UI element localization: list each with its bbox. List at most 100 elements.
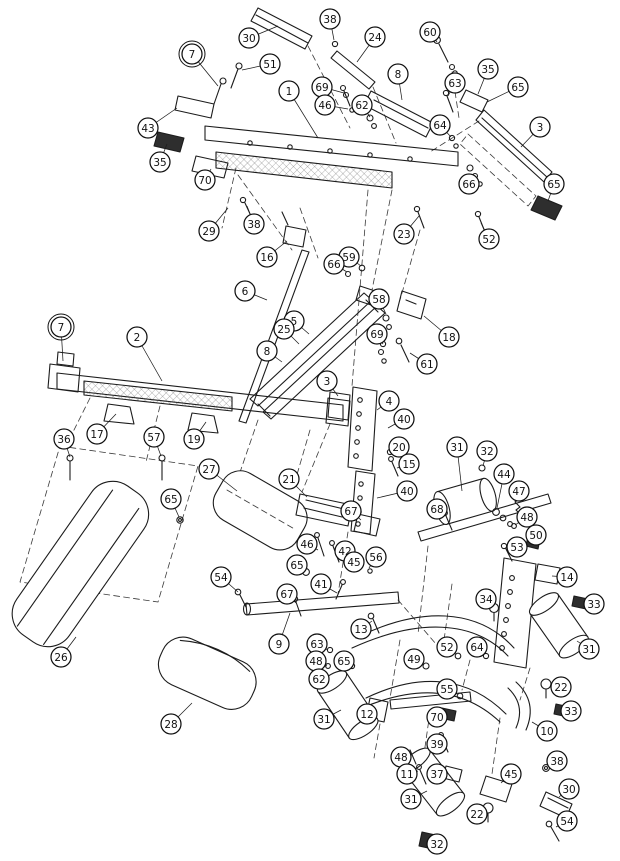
callout-circle: [560, 700, 582, 722]
callout-65: 65: [160, 488, 182, 518]
callout-circle: [333, 650, 355, 672]
callout-30: 30: [558, 778, 580, 800]
callout-circle: [316, 370, 338, 392]
callout-number: 8: [264, 346, 271, 358]
callout-28: 28: [160, 702, 193, 735]
callout-14: 14: [551, 566, 578, 588]
callout-number: 46: [300, 539, 314, 551]
callout-30: 30: [238, 25, 279, 49]
callout-18: 18: [423, 315, 460, 348]
callout-number: 41: [314, 579, 327, 591]
callout-number: 31: [317, 714, 330, 726]
callout-number: 65: [511, 82, 524, 94]
callout-circle: [546, 750, 568, 772]
callout-33: 33: [560, 700, 582, 722]
callout-39: 39: [426, 733, 448, 755]
callout-66: 66: [323, 253, 348, 275]
callout-35: 35: [477, 58, 499, 95]
callout-55: 55: [436, 678, 458, 700]
callout-circle: [313, 708, 335, 730]
callout-70: 70: [426, 706, 448, 728]
callout-number: 31: [582, 644, 595, 656]
callout-number: 26: [54, 652, 68, 664]
callout-circle: [366, 323, 388, 345]
callout-circle: [198, 458, 220, 480]
callout-number: 66: [462, 179, 476, 191]
callout-6: 6: [234, 280, 268, 302]
callout-number: 65: [290, 560, 303, 572]
callout-40: 40: [376, 480, 418, 502]
callout-31: 31: [400, 788, 428, 810]
callout-number: 6: [242, 286, 249, 298]
callout-number: 32: [430, 839, 443, 851]
callout-43: 43: [137, 107, 178, 139]
callout-51: 51: [241, 53, 281, 75]
callout-8: 8: [387, 63, 409, 101]
callout-number: 38: [247, 219, 260, 231]
callout-12: 12: [356, 703, 378, 725]
callout-circle: [160, 488, 182, 510]
callout-number: 56: [369, 552, 383, 564]
callout-circle: [340, 500, 362, 522]
callout-46: 46: [314, 94, 349, 116]
callout-number: 70: [198, 175, 211, 187]
callout-circle: [396, 763, 418, 785]
callout-number: 30: [242, 33, 255, 45]
callout-45: 45: [500, 763, 522, 785]
callout-number: 67: [344, 506, 357, 518]
callout-number: 48: [394, 752, 407, 764]
callout-64: 64: [429, 114, 452, 138]
callout-number: 57: [147, 432, 160, 444]
callout-circle: [160, 713, 182, 735]
callout-circle: [234, 280, 256, 302]
callout-62: 62: [351, 94, 373, 118]
callout-circle: [276, 583, 298, 605]
callout-circle: [429, 114, 451, 136]
callout-48: 48: [390, 746, 412, 768]
callout-circle: [310, 573, 332, 595]
seat-pad-curved: [157, 636, 257, 710]
callout-circle: [387, 63, 409, 85]
callout-number: 40: [397, 414, 410, 426]
callout-circle: [149, 151, 171, 173]
callout-44: 44: [493, 463, 515, 509]
callout-24: 24: [356, 26, 386, 63]
callout-circle: [286, 554, 308, 576]
callout-61: 61: [409, 352, 438, 375]
callout-number: 23: [397, 229, 410, 241]
callout-circle: [259, 53, 281, 75]
callout-circle: [238, 27, 260, 49]
callout-circle: [243, 213, 265, 235]
callout-circle: [525, 524, 547, 546]
callout-3: 3: [316, 370, 339, 397]
callout-circle: [536, 720, 558, 742]
callout-65: 65: [486, 76, 529, 103]
callout-10: 10: [531, 720, 558, 742]
callout-number: 38: [550, 756, 563, 768]
callout-57: 57: [143, 426, 165, 457]
callout-number: 60: [423, 27, 436, 39]
callout-circle: [478, 228, 500, 250]
callout-circle: [378, 390, 400, 412]
callout-19: 19: [183, 421, 207, 450]
callout-circle: [508, 480, 530, 502]
callout-number: 12: [360, 709, 373, 721]
callout-number: 33: [564, 706, 577, 718]
callout-circle: [86, 423, 108, 445]
callout-22: 22: [549, 676, 572, 698]
callout-circle: [458, 173, 480, 195]
callout-number: 17: [90, 429, 103, 441]
callout-circle: [53, 428, 75, 450]
callout-54: 54: [210, 566, 239, 593]
callout-66: 66: [458, 173, 480, 195]
callout-number: 64: [470, 642, 484, 654]
callout-67: 67: [276, 583, 298, 605]
callout-number: 47: [512, 486, 525, 498]
callout-circle: [446, 436, 468, 458]
callout-number: 27: [202, 464, 215, 476]
callout-65: 65: [333, 650, 355, 672]
callout-number: 48: [520, 512, 533, 524]
callout-circle: [198, 220, 220, 242]
callout-number: 18: [442, 332, 455, 344]
callout-49: 49: [403, 648, 425, 670]
